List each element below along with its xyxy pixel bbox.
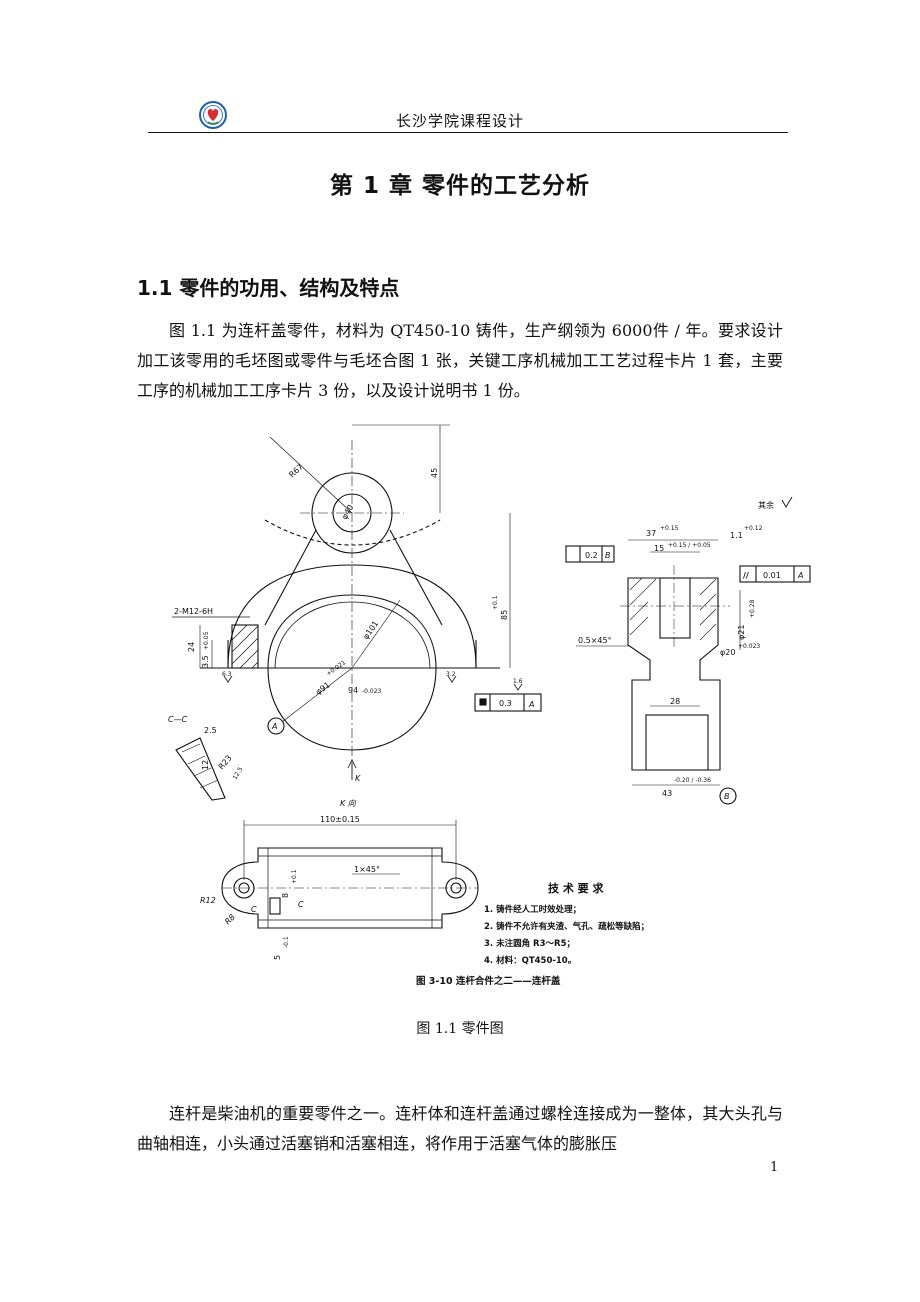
dim-15: 15 (654, 544, 664, 553)
roughness-1-6: 1.6 (513, 678, 523, 685)
datum-a-right: A (797, 571, 803, 580)
dim-phi20-tol: +0.023 (738, 643, 760, 650)
datum-a-label: A (528, 700, 534, 709)
body-paragraph-2: 连杆是柴油机的重要零件之一。连杆体和连杆盖通过螺栓连接成为一整体，其大头孔与曲轴… (137, 1104, 783, 1153)
k-view: K 向 110±0.15 1×45° R12 R8 C C 8 +0.1 5 -… (200, 799, 479, 960)
rest-roughness-label: 其余 (758, 500, 774, 510)
thread-callout: 2-M12-6H (174, 607, 213, 616)
dim-8: 8 (281, 893, 290, 898)
page-number: 1 (770, 1160, 779, 1175)
parallel-tolerance: 0.01 (763, 571, 781, 580)
dim-5: 5 (273, 955, 282, 960)
flatness-tolerance: 0.3 (499, 699, 512, 708)
dim-85-tol: +0.1 (492, 595, 499, 610)
roughness-3-2: 3.2 (446, 671, 456, 678)
roughness-6-3: 6.3 (222, 671, 232, 678)
tech-item-4: 4. 材料：QT450-10。 (484, 955, 576, 966)
dim-1-1: 1.1 (730, 531, 743, 540)
technical-requirements: 技 术 要 求 1. 铸件经人工时效处理； 2. 铸件不允许有夹渣、气孔、疏松等… (484, 881, 649, 966)
tech-item-1: 1. 铸件经人工时效处理； (484, 904, 581, 915)
dim-94: 94 (348, 686, 358, 695)
dim-phi40: φ40 (340, 503, 356, 521)
dim-5-tol: -0.1 (283, 936, 290, 948)
figure-caption: 图 1.1 零件图 (416, 1021, 504, 1037)
school-logo-icon (199, 101, 227, 129)
dim-8-tol: +0.1 (291, 869, 298, 884)
dim-r67: R67 (287, 462, 305, 479)
tech-item-2: 2. 铸件不允许有夹渣、气孔、疏松等缺陷； (484, 921, 649, 932)
dim-28: 28 (670, 697, 680, 706)
dim-37: 37 (646, 529, 656, 538)
view-k-arrow-label: K (355, 774, 361, 783)
header-school-title: 长沙学院课程设计 (395, 112, 524, 130)
dim-1-1-tol: +0.12 (744, 525, 763, 532)
datum-b-label: B (605, 551, 611, 560)
dim-12: 12 (201, 760, 210, 770)
part-drawing: R67 45 φ40 85 +0.1 φ101 φ91 +0.021 94 -0… (168, 424, 811, 987)
datum-circle-b: B (724, 792, 730, 801)
dim-94-tol: -0.023 (362, 688, 382, 695)
position-tolerance: 0.2 (585, 551, 598, 560)
chapter-title: 第 1 章 零件的工艺分析 (329, 173, 591, 199)
dim-24: 24 (187, 642, 196, 652)
tech-title: 技 术 要 求 (548, 881, 604, 895)
dim-phi91: φ91 (314, 680, 332, 696)
dim-15-tol: +0.15 / +0.05 (668, 542, 711, 549)
dim-phi20: φ20 (720, 648, 735, 657)
section-cc-title: C—C (168, 715, 188, 724)
dim-phi101: φ101 (361, 619, 380, 641)
side-view: 其余 37 +0.15 15 +0.15 / +0.05 1.1 +0.12 (565, 496, 811, 805)
dim-43-tol: -0.20 / -0.36 (674, 777, 711, 784)
k-view-title: K 向 (340, 799, 357, 808)
dim-85: 85 (500, 610, 509, 620)
svg-text://: // (743, 571, 749, 580)
section-title: 1.1 零件的功用、结构及特点 (137, 276, 400, 300)
dim-3-5-tol: +0.05 (203, 631, 210, 650)
chamfer-1x45: 1×45° (354, 865, 380, 874)
dim-2-5: 2.5 (204, 726, 217, 735)
dim-r23: R23 (217, 753, 234, 771)
body-paragraph-1: 图 1.1 为连杆盖零件，材料为 QT450-10 铸件，生产纲领为 6000件… (137, 321, 783, 400)
dim-3-5: 3.5 (201, 655, 210, 668)
section-c-c: C—C 2.5 12 R23 12.5 (168, 715, 245, 801)
datum-circle-a: A (271, 722, 277, 731)
dim-43: 43 (662, 789, 672, 798)
drawing-figure-label: 图 3-10 连杆合件之二——连杆盖 (416, 975, 561, 987)
dim-phi21-tol: +0.28 (749, 599, 756, 618)
dim-r8: R8 (223, 913, 237, 927)
chamfer-0-5: 0.5×45° (578, 636, 612, 645)
dim-110: 110±0.15 (320, 815, 360, 824)
label-c-left: C (251, 905, 257, 914)
dim-37-tol: +0.15 (660, 525, 679, 532)
label-c-right: C (298, 900, 304, 909)
dim-45: 45 (430, 468, 439, 478)
front-view: R67 45 φ40 85 +0.1 φ101 φ91 +0.021 94 -0… (172, 424, 542, 783)
dim-r12: R12 (200, 896, 216, 905)
dim-phi21: φ21 (737, 625, 746, 640)
tech-item-3: 3. 未注圆角 R3～R5； (484, 938, 575, 949)
header-divider (148, 132, 788, 133)
roughness-12-5: 12.5 (232, 766, 245, 781)
